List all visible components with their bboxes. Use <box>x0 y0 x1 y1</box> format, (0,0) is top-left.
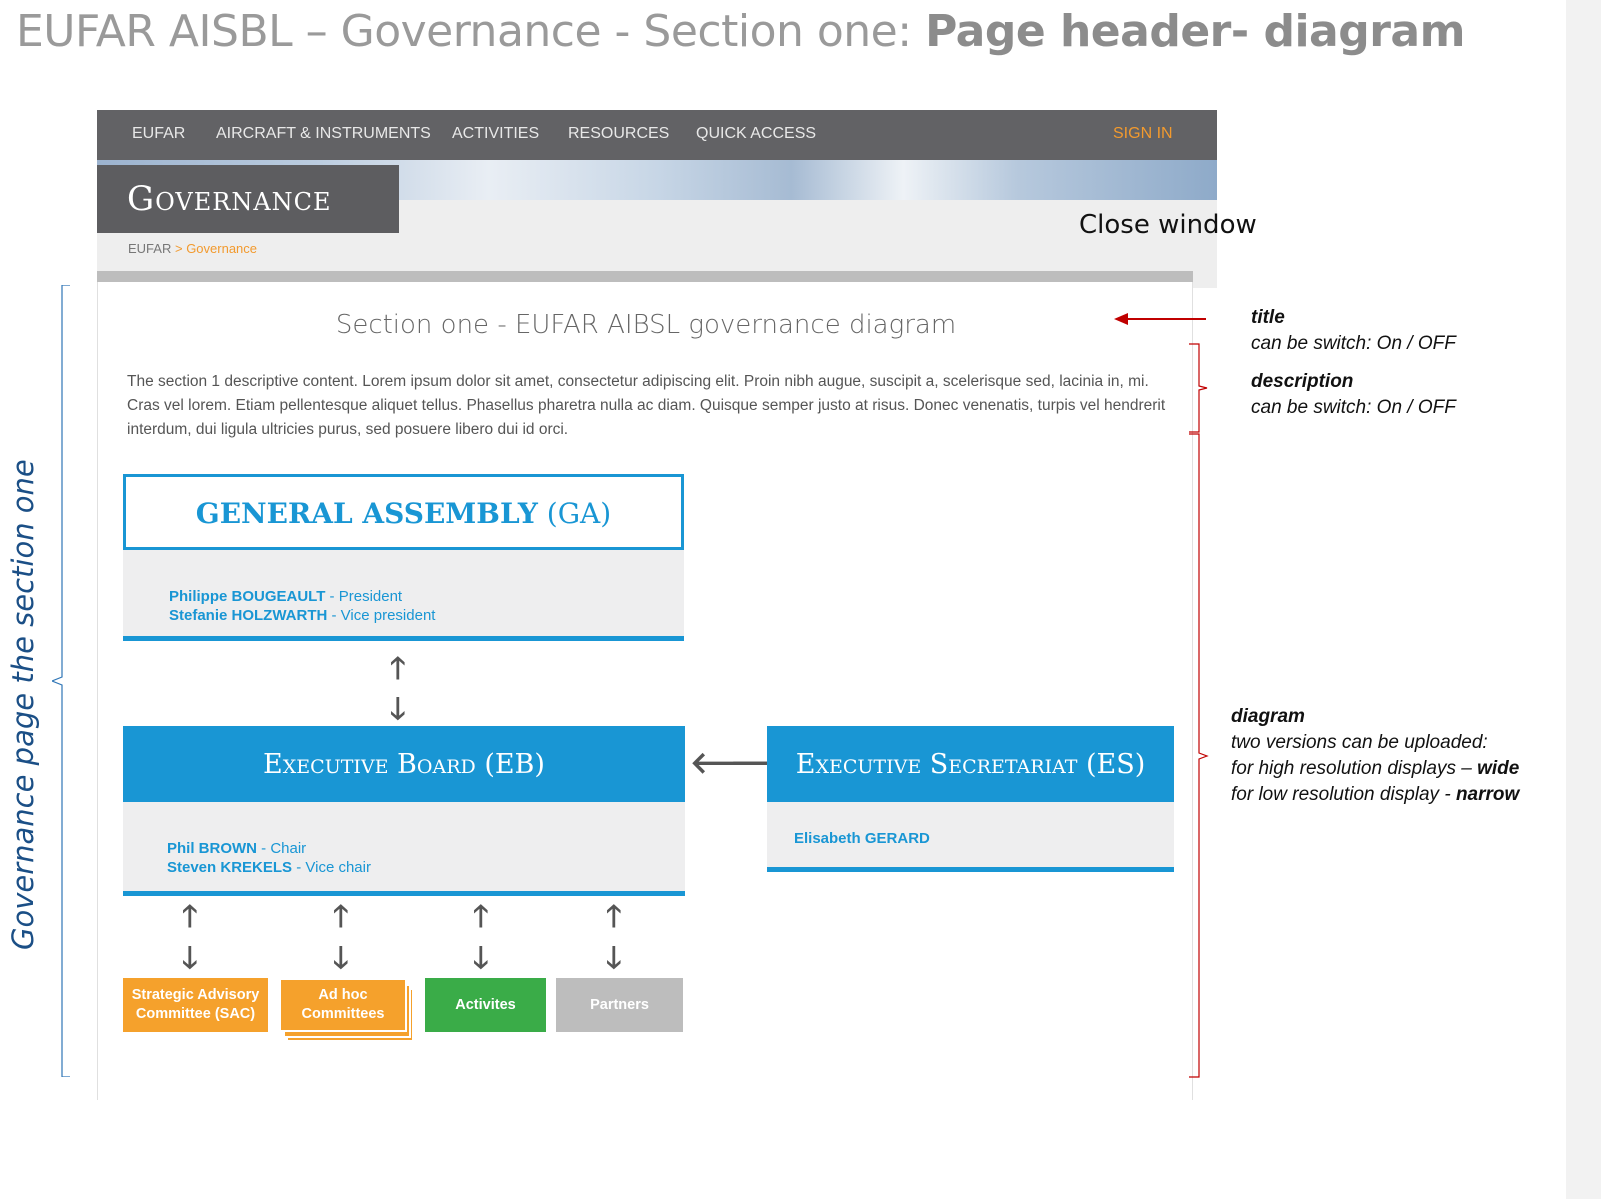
side-label: Governance page the section one <box>6 459 46 950</box>
activities-box[interactable]: Activites <box>425 978 546 1032</box>
slide-title-prefix: EUFAR AISBL – Governance - Section one: <box>16 6 926 57</box>
annotation-bold: narrow <box>1455 784 1520 805</box>
annotation-label: diagram <box>1231 706 1305 727</box>
executive-secretariat-title: Executive Secretariat (ES) <box>795 749 1146 780</box>
arrow-up-icon: 🡑 <box>473 899 489 934</box>
member-name: Philippe BOUGEAULT <box>169 588 326 605</box>
eb-member: Steven KREKELS - Vice chair <box>167 859 371 876</box>
side-label-text: Governance page the section one <box>6 459 40 950</box>
general-assembly-header[interactable]: GENERAL ASSEMBLY (GA) <box>123 474 684 550</box>
member-name: Elisabeth GERARD <box>794 830 930 847</box>
breadcrumb-current: Governance <box>186 241 258 256</box>
annotation-label: title <box>1251 307 1285 328</box>
member-name: Steven KREKELS <box>167 859 293 876</box>
sac-label-line: Committee (SAC) <box>135 1006 256 1022</box>
title-pointer-arrow <box>1114 313 1206 325</box>
executive-board-members: Phil BROWN - Chair Steven KREKELS - Vice… <box>123 802 685 896</box>
breadcrumb-separator: > <box>174 241 183 256</box>
member-name: Phil BROWN <box>167 840 257 857</box>
description-annotation: description can be switch: On / OFF <box>1251 369 1456 421</box>
diagram-annotation: diagram two versions can be uploaded: fo… <box>1231 704 1519 808</box>
section-one-content: Section one - EUFAR AIBSL governance dia… <box>97 282 1193 1100</box>
slide-right-edge <box>1566 0 1601 1199</box>
nav-item-activities[interactable]: ACTIVITIES <box>452 125 540 142</box>
section-title: Section one - EUFAR AIBSL governance dia… <box>335 310 957 340</box>
close-window-link[interactable]: Close window <box>1079 210 1257 240</box>
page-title-box: Governance <box>97 165 399 233</box>
partners-label: Partners <box>590 996 649 1013</box>
adhoc-label-line: Committees <box>301 1006 385 1022</box>
description-brace <box>1189 343 1208 433</box>
nav-item-resources[interactable]: RESOURCES <box>568 125 670 142</box>
nav-item-eufar[interactable]: EUFAR <box>132 125 186 142</box>
arrow-up-icon: 🡑 <box>390 651 406 686</box>
member-role: - Vice chair <box>292 859 371 876</box>
breadcrumb-root[interactable]: EUFAR <box>128 241 172 256</box>
member-role: - President <box>325 588 403 605</box>
ga-member: Stefanie HOLZWARTH - Vice president <box>169 607 435 624</box>
annotation-text: can be switch: On / OFF <box>1251 397 1456 418</box>
eb-member: Phil BROWN - Chair <box>167 840 306 857</box>
ga-title-bold: GENERAL ASSEMBLY <box>195 497 538 530</box>
member-role: - Chair <box>257 840 307 857</box>
member-role: - Vice president <box>327 607 436 624</box>
executive-secretariat-header[interactable]: Executive Secretariat (ES) <box>767 726 1174 802</box>
arrow-up-icon: 🡑 <box>333 899 349 934</box>
annotation-text: for high resolution displays – <box>1231 758 1478 779</box>
arrow-down-icon: 🡓 <box>333 941 349 976</box>
annotation-text: can be switch: On / OFF <box>1251 333 1456 354</box>
sac-label-line: Strategic Advisory <box>131 987 260 1003</box>
ga-title-abbr: (GA) <box>546 497 612 530</box>
adhoc-label-line: Ad hoc <box>318 987 368 1003</box>
section-description: The section 1 descriptive content. Lorem… <box>127 373 1166 438</box>
header-divider <box>97 271 1193 282</box>
arrow-up-icon: 🡑 <box>182 899 198 934</box>
arrow-up-icon: 🡑 <box>606 899 622 934</box>
breadcrumb: EUFAR > Governance <box>128 241 257 256</box>
executive-board-header[interactable]: Executive Board (EB) <box>123 726 685 802</box>
annotation-text: for low resolution display - <box>1231 784 1456 805</box>
top-navbar: EUFAR AIRCRAFT & INSTRUMENTS ACTIVITIES … <box>97 110 1217 160</box>
annotation-label: description <box>1251 371 1354 392</box>
general-assembly-title: GENERAL ASSEMBLY (GA) <box>126 497 681 530</box>
left-brace <box>52 285 70 1077</box>
diagram-brace <box>1189 433 1209 1078</box>
executive-secretariat-members: Elisabeth GERARD <box>767 802 1174 872</box>
arrow-left-icon: 🡐 <box>690 746 771 781</box>
es-member: Elisabeth GERARD <box>794 830 930 847</box>
nav-item-quick-access[interactable]: QUICK ACCESS <box>696 125 817 142</box>
arrow-down-icon: 🡓 <box>473 941 489 976</box>
sign-in-link[interactable]: SIGN IN <box>1113 125 1173 142</box>
member-name: Stefanie HOLZWARTH <box>169 607 328 624</box>
ga-member: Philippe BOUGEAULT - President <box>169 588 402 605</box>
executive-board-title: Executive Board (EB) <box>263 749 545 780</box>
annotation-bold: wide <box>1477 758 1520 779</box>
slide-title-strong: Page header- diagram <box>925 6 1465 57</box>
nav-item-aircraft-instruments[interactable]: AIRCRAFT & INSTRUMENTS <box>216 125 431 142</box>
general-assembly-members: Philippe BOUGEAULT - President Stefanie … <box>123 550 684 641</box>
slide-title: EUFAR AISBL – Governance - Section one: … <box>16 6 1465 57</box>
partners-box[interactable]: Partners <box>556 978 683 1032</box>
arrow-down-icon: 🡓 <box>390 692 406 727</box>
arrow-down-icon: 🡓 <box>606 941 622 976</box>
title-annotation: title can be switch: On / OFF <box>1251 305 1456 357</box>
page-mockup: EUFAR AIRCRAFT & INSTRUMENTS ACTIVITIES … <box>97 110 1257 1100</box>
activities-label: Activites <box>455 996 516 1013</box>
arrow-down-icon: 🡓 <box>182 941 198 976</box>
page-title: Governance <box>127 179 332 219</box>
annotation-text: two versions can be uploaded: <box>1231 732 1488 753</box>
